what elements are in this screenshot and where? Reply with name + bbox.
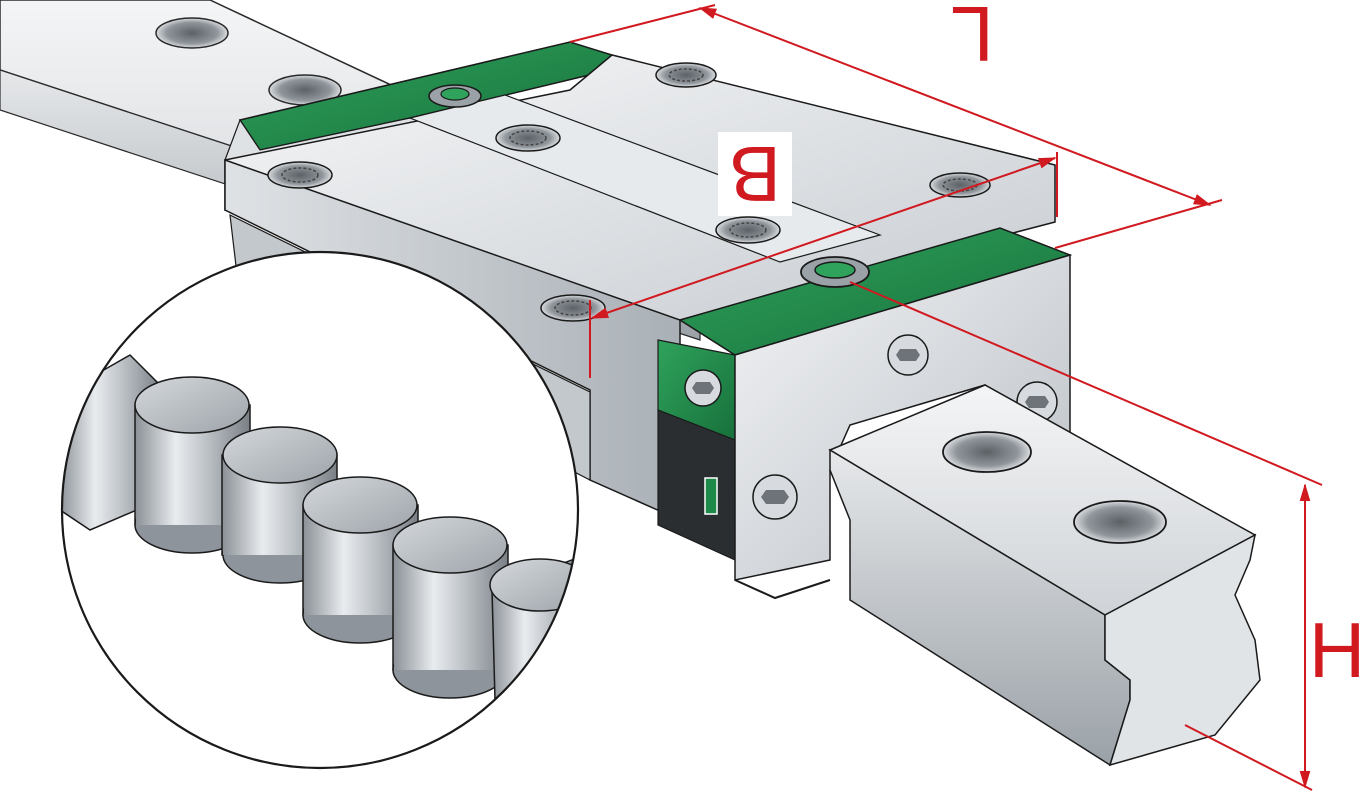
roller-detail-magnifier: [60, 250, 580, 770]
extension-line: [569, 4, 716, 43]
threaded-hole-icon: [495, 124, 561, 152]
cylindrical-roller-icon: [489, 553, 578, 701]
dimension-H-label: H: [1309, 606, 1365, 694]
threaded-hole-icon: [715, 216, 781, 244]
carriage-end-plate: [734, 253, 1071, 581]
lubrication-nipple-icon: [800, 256, 870, 288]
threaded-hole-icon: [929, 172, 991, 198]
extension-line: [849, 281, 1323, 486]
dimension-B-background: [718, 132, 792, 216]
hex-socket-screw-icon: [887, 334, 929, 376]
lubrication-nipple-icon: [428, 84, 482, 108]
dimension-L-line: [698, 7, 1212, 206]
rail-mounting-hole-icon: [1073, 500, 1167, 544]
hex-socket-screw-icon: [684, 369, 722, 407]
extension-line: [1184, 724, 1313, 791]
rail-mounting-hole-icon: [942, 431, 1032, 473]
magnifier-outline: [60, 250, 580, 770]
guide-rail-front: [828, 384, 1261, 767]
rail-end-face: [1104, 533, 1261, 767]
dimension-B-line: [590, 157, 1057, 319]
dimension-B-label: B: [729, 130, 781, 218]
extension-line: [1054, 199, 1223, 249]
seal-indicator-icon: [704, 477, 718, 515]
threaded-hole-icon: [655, 62, 717, 88]
dimension-lines: [569, 4, 1323, 791]
dimension-L-label: L: [950, 0, 993, 78]
threaded-hole-icon: [267, 161, 333, 189]
cylindrical-roller-icon: [392, 516, 509, 699]
rail-mounting-hole-icon: [155, 17, 229, 49]
hex-socket-screw-icon: [752, 474, 798, 520]
